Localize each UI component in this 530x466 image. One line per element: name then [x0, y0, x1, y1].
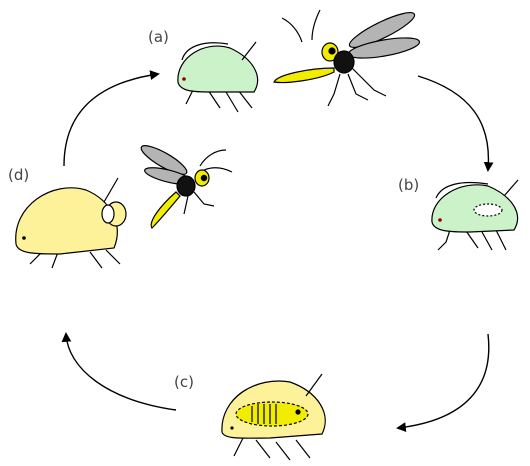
aphid-icon [432, 180, 518, 250]
aphid-icon [178, 42, 258, 112]
arrow-a-to-b [418, 76, 488, 170]
parasitoid-wasp-icon [138, 141, 232, 228]
arrow-b-to-c [398, 334, 489, 428]
stage-label-d: (d) [8, 166, 29, 184]
aphid-icon [222, 374, 325, 460]
cycle-arrow-icon [64, 74, 489, 428]
aphid-icon [16, 178, 126, 268]
stage-label-a: (a) [148, 28, 169, 46]
stage-label-b: (b) [398, 176, 419, 194]
stage-label-c: (c) [174, 373, 194, 391]
arrow-c-to-d [66, 334, 176, 410]
parasitoid-wasp-icon [274, 7, 421, 106]
